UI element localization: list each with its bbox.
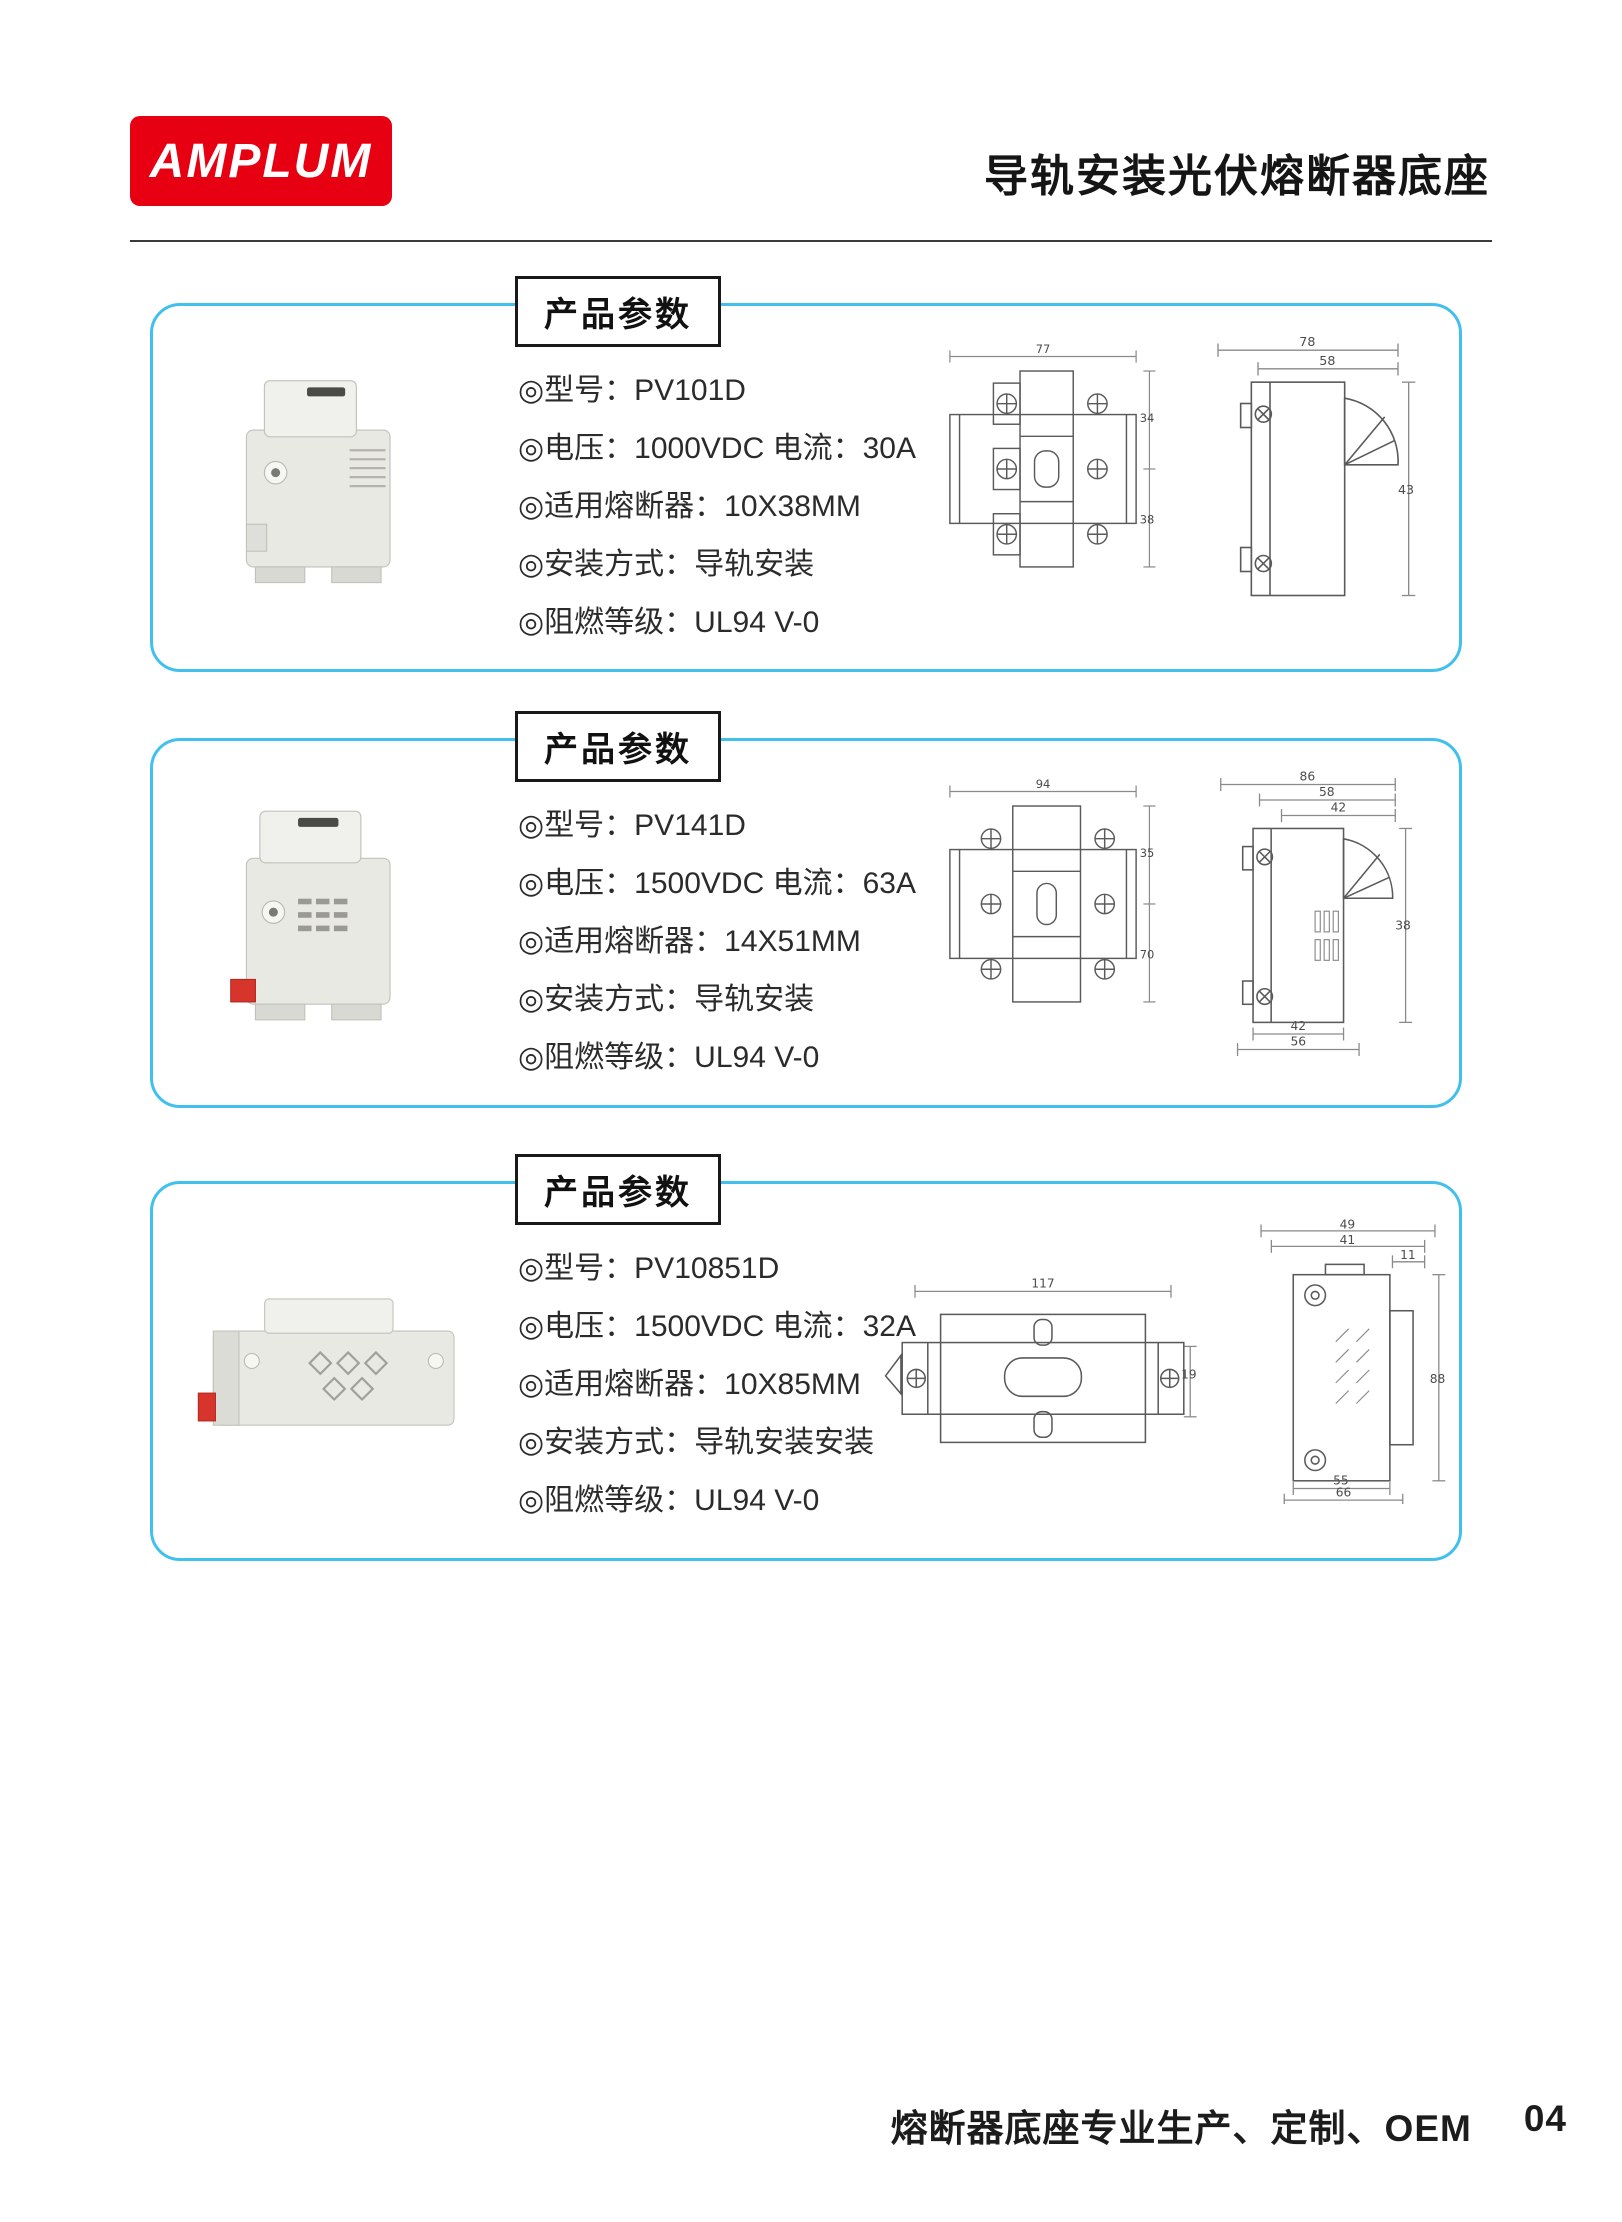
spec-list: ◎型号：PV101D ◎电压：1000VDC 电流：30A ◎适用熔断器：10X… (518, 362, 916, 652)
product-card-pv10851d: 产品参数 ◎型号：PV10851D ◎电压：1500VDC (150, 1154, 1462, 1561)
dim-label: 43 (1398, 482, 1414, 497)
spec-model: ◎型号：PV10851D (518, 1252, 780, 1285)
front-view-drawing: 117 19 (884, 1277, 1197, 1444)
page-footer: 熔断器底座专业生产、定制、OEM 04 (891, 2098, 1567, 2152)
param-label: 产品参数 (515, 276, 721, 347)
dimension-lines (949, 350, 1156, 568)
dim-label: 58 (1319, 785, 1335, 799)
dim-label: 42 (1290, 1019, 1306, 1033)
side-view-outline (1239, 381, 1399, 597)
spec-flame: ◎阻燃等级：UL94 V-0 (518, 606, 820, 639)
brand-logo: AMPLUM (130, 116, 392, 206)
dim-label: 94 (1036, 777, 1051, 791)
front-view-drawing: 94 35 70 (949, 777, 1156, 1003)
dimension-lines (1260, 1224, 1446, 1504)
dim-label: 86 (1300, 770, 1316, 784)
dim-label: 78 (1299, 334, 1315, 349)
dim-label: 49 (1340, 1218, 1356, 1231)
spec-fuse: ◎适用熔断器：10X85MM (518, 1368, 861, 1401)
page-title: 导轨安装光伏熔断器底座 (984, 152, 1490, 201)
spec-list: ◎型号：PV141D ◎电压：1500VDC 电流：63A ◎适用熔断器：14X… (518, 797, 916, 1087)
product-photo-pv141d (230, 810, 391, 1021)
dim-label: 70 (1140, 947, 1155, 961)
side-view-outline (1241, 827, 1394, 1024)
front-view-outline (949, 370, 1137, 568)
footer-slogan: 熔断器底座专业生产、定制、OEM (890, 2108, 1472, 2149)
spec-voltage: ◎电压：1500VDC 电流：32A (518, 1310, 916, 1343)
side-view-drawing: 78 58 43 (1217, 334, 1416, 597)
dim-label: 66 (1336, 1485, 1352, 1499)
front-view-outline (884, 1313, 1185, 1444)
spec-mount: ◎安装方式：导轨安装 (518, 548, 815, 581)
dim-label: 34 (1140, 411, 1155, 425)
dim-label: 11 (1400, 1248, 1416, 1262)
side-view-outline (1292, 1263, 1414, 1482)
fuse-holder-illustration (245, 380, 391, 584)
fuse-holder-illustration (197, 1298, 455, 1426)
front-view-drawing: 77 34 38 (949, 342, 1156, 568)
dim-label: 42 (1331, 801, 1347, 815)
spec-voltage: ◎电压：1000VDC 电流：30A (518, 432, 916, 465)
front-view-outline (949, 805, 1137, 1003)
spec-flame: ◎阻燃等级：UL94 V-0 (518, 1041, 820, 1074)
dim-label: 38 (1140, 512, 1155, 526)
fuse-holder-illustration (230, 810, 391, 1021)
spec-list: ◎型号：PV10851D ◎电压：1500VDC 电流：32A ◎适用熔断器：1… (518, 1240, 916, 1530)
side-view-drawing: 49 41 11 88 55 66 (1260, 1218, 1446, 1504)
product-photo-pv101d (245, 380, 391, 584)
spec-flame: ◎阻燃等级：UL94 V-0 (518, 1484, 820, 1517)
dim-label: 58 (1319, 353, 1335, 368)
side-view-drawing: 86 58 42 38 42 56 (1220, 770, 1413, 1056)
spec-mount: ◎安装方式：导轨安装 (518, 983, 815, 1016)
dimension-lines (914, 1284, 1197, 1418)
dimension-lines (949, 785, 1156, 1003)
dim-label: 38 (1395, 918, 1411, 932)
product-card-pv101d: 产品参数 ◎型号：PV101D ◎电压：1000VDC 电流：30A (150, 276, 1462, 672)
spec-mount: ◎安装方式：导轨安装安装 (518, 1426, 875, 1459)
product-photo-pv10851d (197, 1298, 455, 1426)
dim-label: 56 (1290, 1035, 1306, 1049)
dim-label: 19 (1181, 1367, 1196, 1381)
dim-label: 35 (1140, 846, 1155, 860)
page-number: 04 (1523, 2098, 1567, 2139)
dim-label: 77 (1036, 342, 1051, 356)
header-divider (130, 240, 1492, 242)
spec-model: ◎型号：PV101D (518, 374, 746, 407)
dim-label: 88 (1430, 1372, 1446, 1386)
product-card-pv141d: 产品参数 ◎型号：PV141D ◎电压：1500VDC 电流：63A (150, 711, 1462, 1108)
param-label: 产品参数 (515, 711, 721, 782)
spec-voltage: ◎电压：1500VDC 电流：63A (518, 867, 916, 900)
spec-fuse: ◎适用熔断器：14X51MM (518, 925, 861, 958)
spec-fuse: ◎适用熔断器：10X38MM (518, 490, 861, 523)
dimension-lines (1220, 778, 1413, 1056)
dimension-lines (1217, 343, 1416, 597)
dim-label: 41 (1340, 1233, 1356, 1247)
dim-label: 117 (1031, 1277, 1054, 1291)
spec-model: ◎型号：PV141D (518, 809, 746, 842)
param-label: 产品参数 (515, 1154, 721, 1225)
